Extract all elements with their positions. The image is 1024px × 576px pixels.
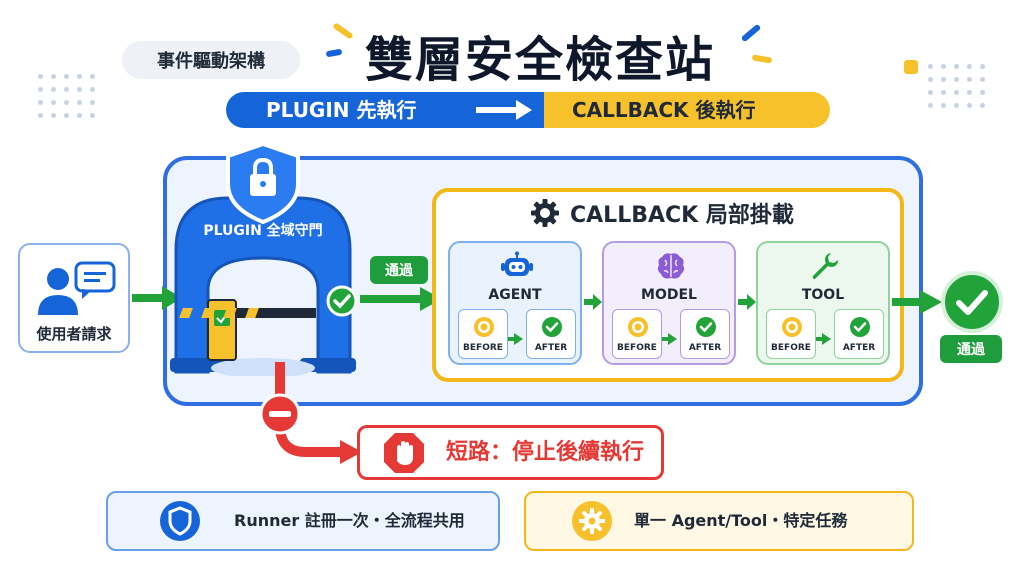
title-accent-right [740, 23, 762, 43]
plugin-note-label: Runner 註冊一次・全流程共用 [234, 511, 465, 530]
agent-before-hook: BEFORE [458, 309, 508, 359]
model-after-label: AFTER [688, 343, 722, 353]
arrow-user-to-plugin [132, 286, 182, 310]
stage-card-model: MODEL BEFORE AFTER [602, 241, 736, 365]
short-circuit-box: 短路：停止後續執行 [357, 425, 664, 480]
decorative-dots-right [928, 64, 985, 108]
brain-icon [657, 253, 685, 279]
plugin-first-label: PLUGIN 先執行 [266, 98, 417, 122]
pass-label-plugin: 通過 [370, 256, 428, 284]
architecture-tag: 事件驅動架構 [122, 41, 300, 79]
stage-name-model: MODEL [641, 287, 697, 303]
title-accent-right-2 [751, 54, 773, 64]
tool-after-hook: AFTER [834, 309, 884, 359]
model-before-label: BEFORE [617, 343, 657, 353]
callback-title-text: CALLBACK 局部掛載 [570, 203, 794, 228]
robot-icon [501, 251, 533, 276]
model-after-hook: AFTER [680, 309, 730, 359]
arrow-callback-to-pass [892, 290, 942, 314]
callback-after-label: CALLBACK 後執行 [572, 98, 756, 122]
agent-after-label: AFTER [534, 343, 568, 353]
final-pass-check-icon [941, 271, 1003, 333]
before-hook-icon [628, 317, 648, 337]
agent-inner-arrow [508, 333, 523, 345]
model-before-hook: BEFORE [612, 309, 662, 359]
agent-before-label: BEFORE [463, 343, 503, 353]
stop-hand-icon [384, 433, 424, 473]
gear-icon [572, 501, 612, 541]
plugin-pass-check-icon [326, 285, 358, 317]
arrow-plugin-to-callback [360, 287, 442, 311]
stage-name-tool: TOOL [801, 287, 845, 303]
tool-before-label: BEFORE [771, 343, 811, 353]
callback-note-label: 單一 Agent/Tool・特定任務 [634, 511, 848, 530]
stage-card-tool: TOOL BEFORE AFTER [756, 241, 890, 365]
page-title: 雙層安全檢查站 [364, 32, 715, 88]
user-request-card: 使用者請求 [18, 243, 130, 353]
tool-after-label: AFTER [842, 343, 876, 353]
short-circuit-label: 短路：停止後續執行 [446, 440, 645, 465]
callback-note-box: 單一 Agent/Tool・特定任務 [524, 491, 914, 551]
arrow-model-to-tool [738, 294, 756, 310]
user-request-label: 使用者請求 [36, 325, 112, 343]
stage-card-agent: AGENT BEFORE AFTER [448, 241, 582, 365]
order-arrow-icon [476, 100, 532, 120]
wrench-icon [812, 253, 838, 279]
execution-order-bar: PLUGIN 先執行 CALLBACK 後執行 [226, 92, 830, 128]
pass-label-final: 通過 [940, 335, 1002, 363]
shield-icon [160, 501, 200, 541]
plugin-label: PLUGIN 全域守門 [203, 223, 323, 239]
user-chat-icon [38, 261, 116, 315]
arrow-agent-to-model [584, 294, 602, 310]
decorative-dots-left [38, 74, 95, 118]
gear-icon [531, 199, 559, 227]
decorative-square [904, 60, 918, 74]
before-hook-icon [782, 317, 802, 337]
after-hook-check-icon [542, 317, 562, 337]
stage-name-agent: AGENT [488, 287, 542, 303]
after-hook-check-icon [850, 317, 870, 337]
model-inner-arrow [662, 333, 677, 345]
agent-after-hook: AFTER [526, 309, 576, 359]
before-hook-icon [474, 317, 494, 337]
callback-segment [526, 92, 830, 128]
tool-before-hook: BEFORE [766, 309, 816, 359]
title-accent-left-2 [325, 48, 343, 58]
plugin-note-box: Runner 註冊一次・全流程共用 [106, 491, 500, 551]
minus-stop-icon [259, 393, 301, 435]
title-accent-left [332, 22, 354, 40]
plugin-gate [170, 141, 356, 376]
tool-inner-arrow [816, 333, 831, 345]
callback-title: CALLBACK 局部掛載 [530, 196, 794, 230]
after-hook-check-icon [696, 317, 716, 337]
